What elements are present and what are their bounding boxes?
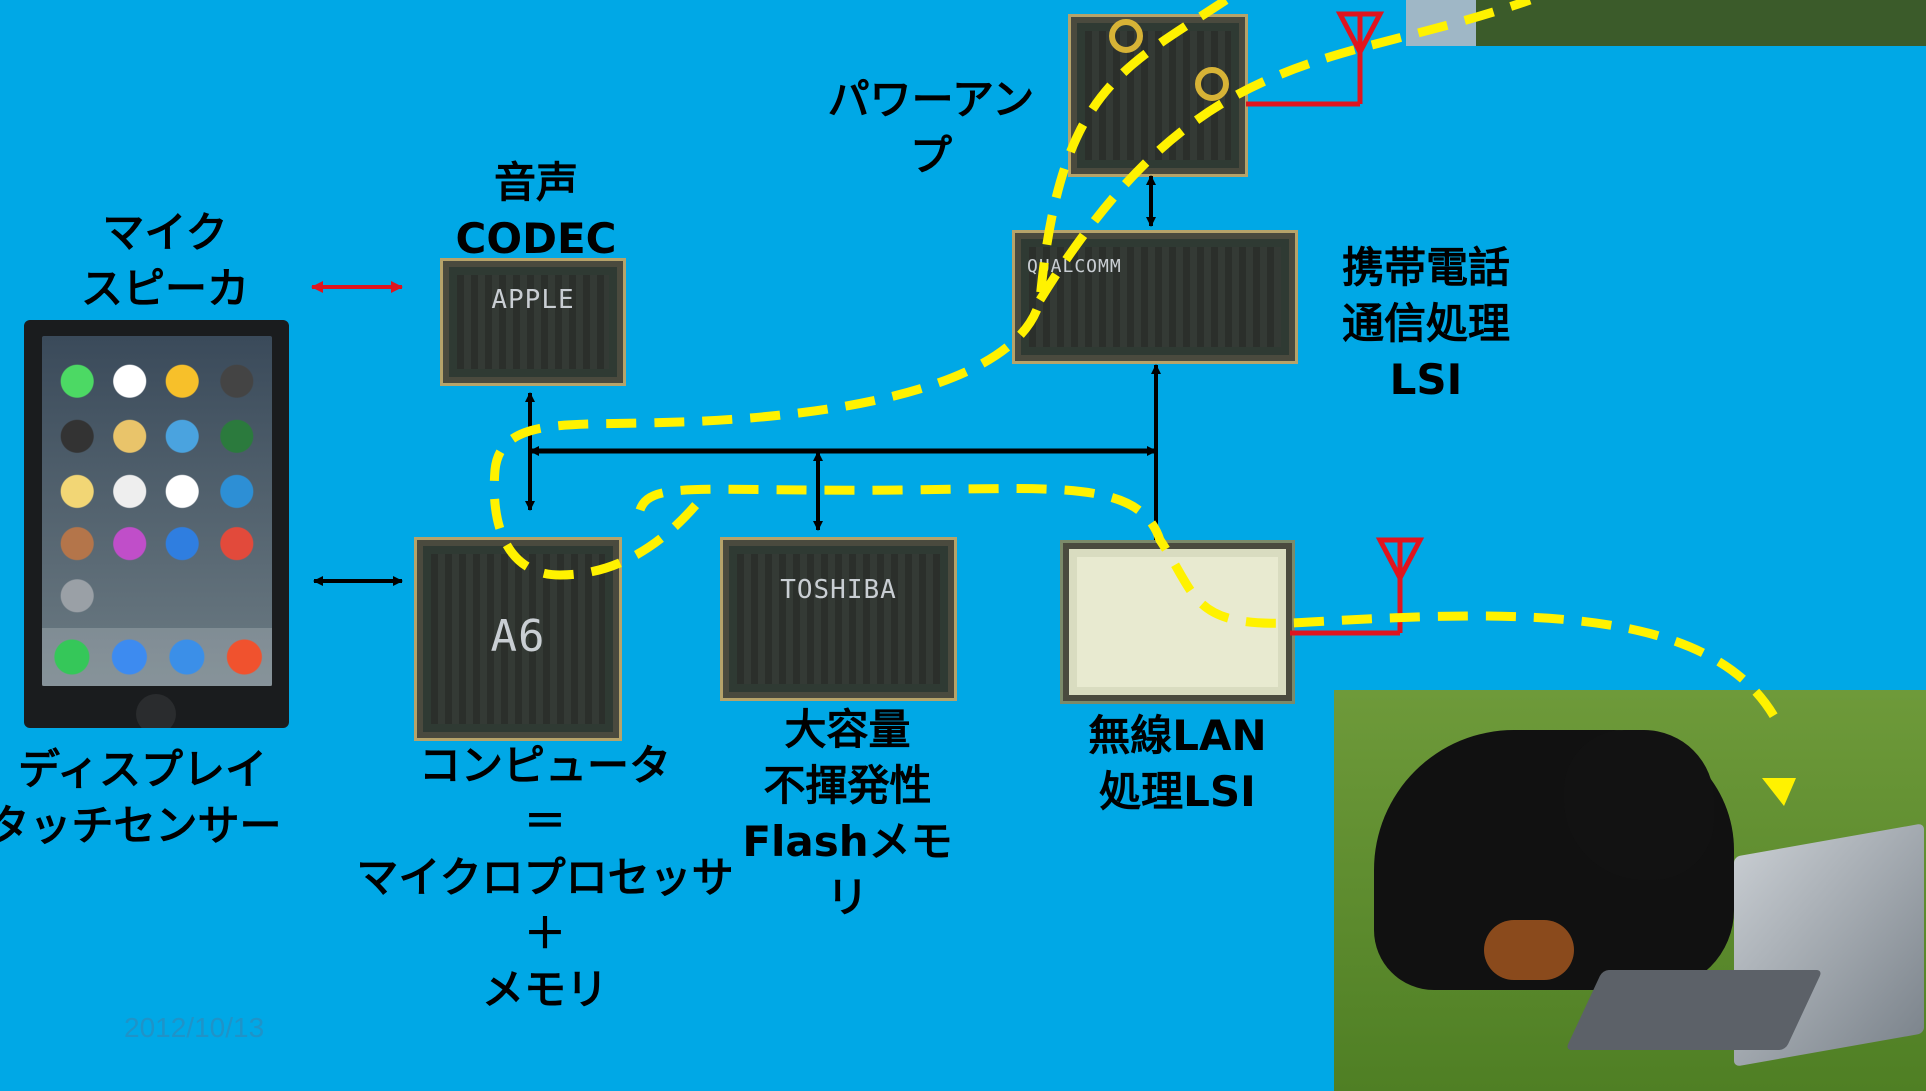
- dog-laptop-photo: [1334, 690, 1926, 1091]
- baseband-die: [1029, 247, 1281, 347]
- phone-screen: [42, 336, 272, 686]
- connector-ring-1: [1109, 19, 1143, 53]
- home-button: [136, 694, 176, 728]
- wlan-die: [1077, 557, 1278, 687]
- cellular-antenna-icon: [1246, 11, 1385, 107]
- baseband-chip: QUALCOMM: [1012, 230, 1298, 364]
- label-display: ディスプレイ タッチセンサー: [0, 745, 282, 850]
- codec-chip: APPLE: [440, 258, 626, 386]
- dock: [42, 628, 272, 686]
- app-grid: [52, 358, 262, 648]
- label-baseband: 携帯電話 通信処理 LSI: [1341, 243, 1510, 404]
- dog-head: [1564, 730, 1714, 880]
- landscape-photo: [1406, 0, 1926, 46]
- flash-chip: TOSHIBA: [720, 537, 957, 701]
- slide-date: 2012/10/13: [124, 1012, 265, 1043]
- wlan-signal-path: [635, 484, 1779, 721]
- connector-ring-2: [1195, 67, 1229, 101]
- label-power-amp: パワーアン プ: [827, 75, 1035, 180]
- iphone-photo: [24, 320, 289, 728]
- cellular-signal-path-up: [1036, 0, 1532, 303]
- label-computer: コンピュータ ＝ マイクロプロセッサ ＋ メモリ: [356, 741, 734, 1014]
- label-mic-speaker: マイク スピーカ: [80, 208, 249, 313]
- cpu-die: [431, 554, 605, 724]
- wlan-signal-arrowhead: [1762, 778, 1796, 806]
- cellular-signal-path: [489, 0, 1229, 580]
- label-codec: 音声 CODEC: [455, 158, 617, 263]
- flash-chip-mark: TOSHIBA: [780, 574, 897, 605]
- codec-die: [457, 275, 609, 369]
- cpu-chip-mark: A6: [490, 611, 546, 663]
- baseband-chip-mark: QUALCOMM: [1027, 256, 1122, 278]
- codec-chip-mark: APPLE: [491, 285, 575, 316]
- label-flash: 大容量 不揮発性 Flashメモ リ: [742, 705, 953, 922]
- cpu-chip: A6: [414, 537, 622, 741]
- dog-tan-markings: [1484, 920, 1574, 980]
- label-wlan: 無線LAN 処理LSI: [1088, 711, 1267, 816]
- flash-die: [737, 554, 940, 684]
